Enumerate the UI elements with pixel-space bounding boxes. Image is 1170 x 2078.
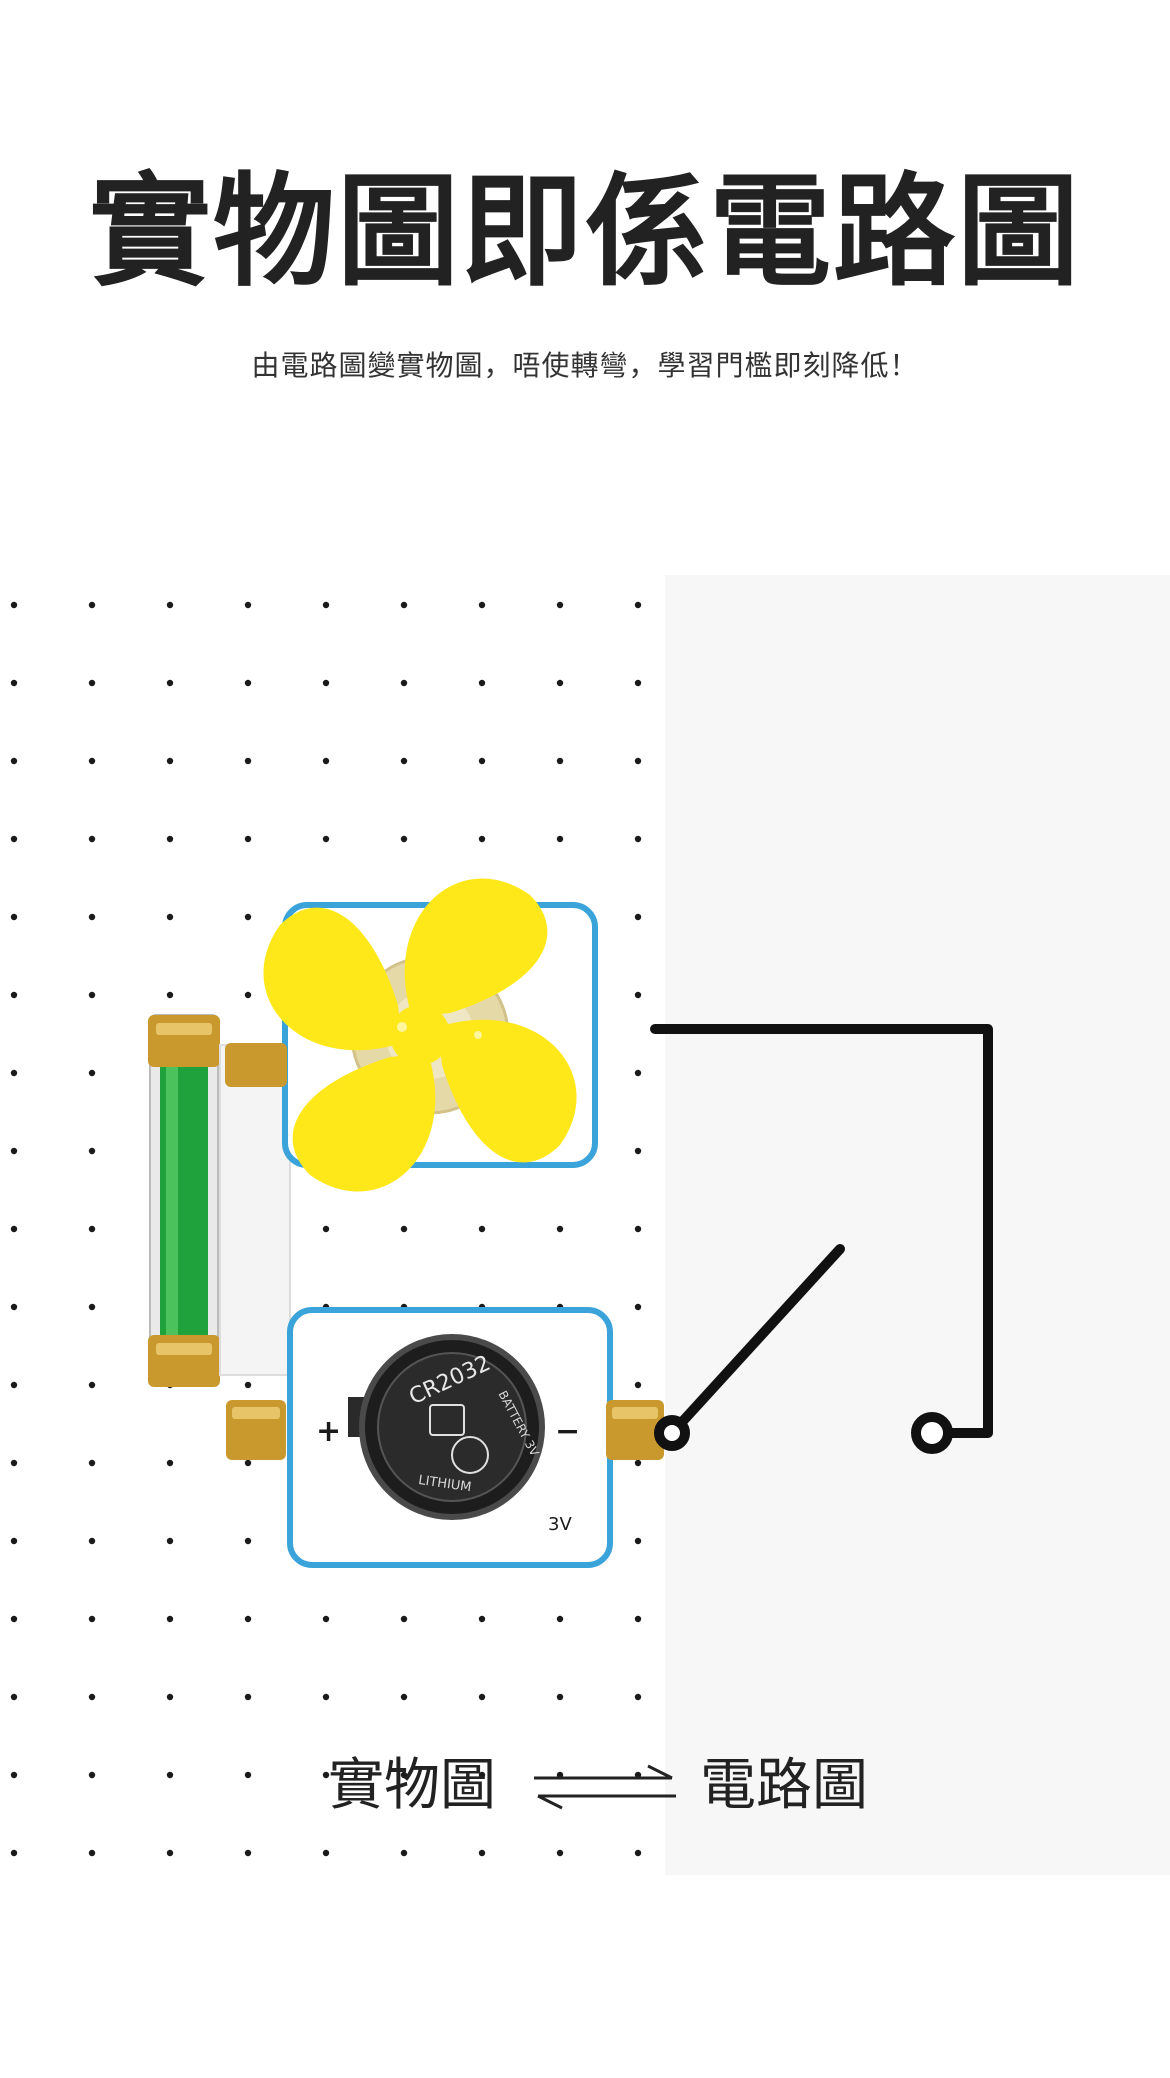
page-subtitle: 由電路圖變實物圖，唔使轉彎，學習門檻即刻降低！ [251, 349, 919, 382]
wire-block [148, 1014, 220, 1387]
battery-minus-label: − [555, 1414, 580, 1449]
dot-grid [0, 575, 660, 1875]
battery-voltage: 3V [548, 1514, 572, 1535]
battery-type: LITHIUM [417, 1473, 472, 1495]
exchange-arrows-icon [534, 1764, 676, 1810]
circuit-figure: CR2032 LITHIUM BATTERY 3V + − 3V [0, 575, 1170, 1875]
connector-strip [219, 1044, 291, 1376]
schematic-circuit [650, 1024, 993, 1454]
battery-plus-label: + [316, 1414, 341, 1449]
schematic-panel [665, 575, 1170, 1875]
caption-physical: 實物圖 [328, 1753, 496, 1818]
caption-schematic: 電路圖 [700, 1753, 868, 1818]
page-title: 實物圖即係電路圖 [89, 161, 1081, 303]
fan-propeller [263, 878, 577, 1192]
battery-block: CR2032 LITHIUM BATTERY 3V + − 3V [226, 1307, 664, 1568]
